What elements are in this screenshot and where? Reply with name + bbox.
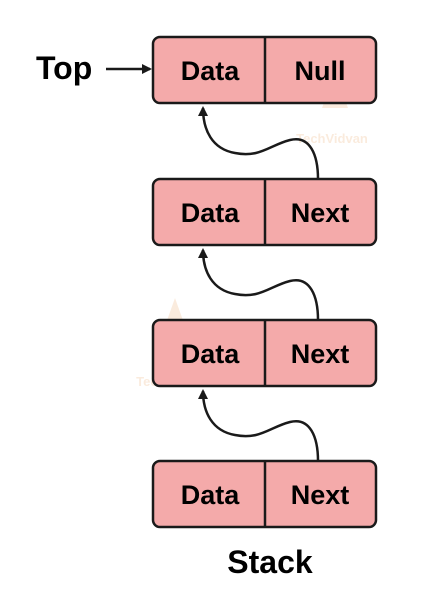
node-pointer-label: Next (291, 480, 350, 510)
stack-node-bottom: Data Next (151, 459, 378, 529)
next-pointer-arrow-3 (198, 389, 320, 462)
node-data-label: Data (181, 339, 241, 369)
next-pointer-arrow-2 (198, 248, 320, 321)
node-pointer-label: Null (295, 56, 346, 86)
node-pointer-label: Next (291, 339, 350, 369)
next-pointer-arrow-1 (198, 106, 320, 180)
watermark-text-top: TechVidvan (296, 131, 368, 146)
stack-node-2: Data Next (151, 177, 378, 247)
top-label: Top (36, 50, 92, 86)
stack-node-3: Data Next (151, 318, 378, 388)
node-data-label: Data (181, 198, 241, 228)
node-data-label: Data (181, 480, 241, 510)
node-pointer-label: Next (291, 198, 350, 228)
stack-node-top: Data Null (151, 35, 378, 105)
stack-caption: Stack (227, 544, 313, 580)
node-data-label: Data (181, 56, 241, 86)
